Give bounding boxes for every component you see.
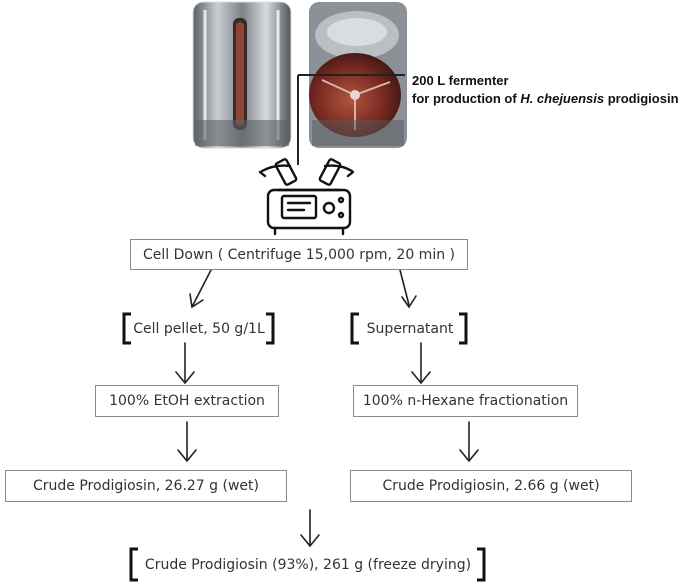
caption-prefix: for production of (412, 91, 521, 106)
arrow-to-final (300, 509, 320, 548)
bracket-left-supernatant (350, 312, 359, 345)
final-product-label: Crude Prodigiosin (93%), 261 g (freeze d… (144, 556, 472, 573)
arrow-to-cell-pellet (189, 269, 212, 309)
caption-line-1: 200 L fermenter (412, 73, 509, 88)
etoh-extraction-step: 100% EtOH extraction (95, 385, 279, 417)
arrow-to-hexane (411, 342, 431, 385)
hexane-fractionation-step: 100% n-Hexane fractionation (353, 385, 578, 417)
arrow-to-crude-right (459, 421, 479, 463)
flow-arrows (175, 269, 479, 548)
supernatant-label: Supernatant (366, 321, 454, 337)
fermenter-caption: 200 L fermenter for production of H. che… (412, 72, 679, 108)
arrow-to-crude-left (177, 421, 197, 463)
centrifuge-icon (258, 158, 355, 236)
crude-prodigiosin-right-step: Crude Prodigiosin, 2.66 g (wet) (350, 470, 632, 502)
bracket-left-cell-pellet (122, 312, 131, 345)
bracket-right-supernatant (459, 312, 468, 345)
crude-prodigiosin-left-step: Crude Prodigiosin, 26.27 g (wet) (5, 470, 287, 502)
fermenter-vessel-photo (192, 1, 292, 149)
caption-line-2: for production of H. chejuensis prodigio… (412, 90, 679, 108)
bracket-left-final (129, 547, 138, 582)
caption-suffix: prodigiosin (604, 91, 679, 106)
photo-connector (297, 74, 405, 165)
arrow-to-supernatant (399, 269, 417, 309)
caption-species: H. chejuensis (520, 91, 605, 106)
cell-down-step: Cell Down ( Centrifuge 15,000 rpm, 20 mi… (130, 239, 468, 270)
bracket-right-cell-pellet (266, 312, 275, 345)
arrow-to-etoh (175, 342, 195, 385)
fermenter-tank-interior-photo (309, 2, 407, 148)
bracket-right-final (477, 547, 486, 582)
bracket-marks (122, 312, 486, 582)
cell-pellet-label: Cell pellet, 50 g/1L (133, 321, 265, 337)
